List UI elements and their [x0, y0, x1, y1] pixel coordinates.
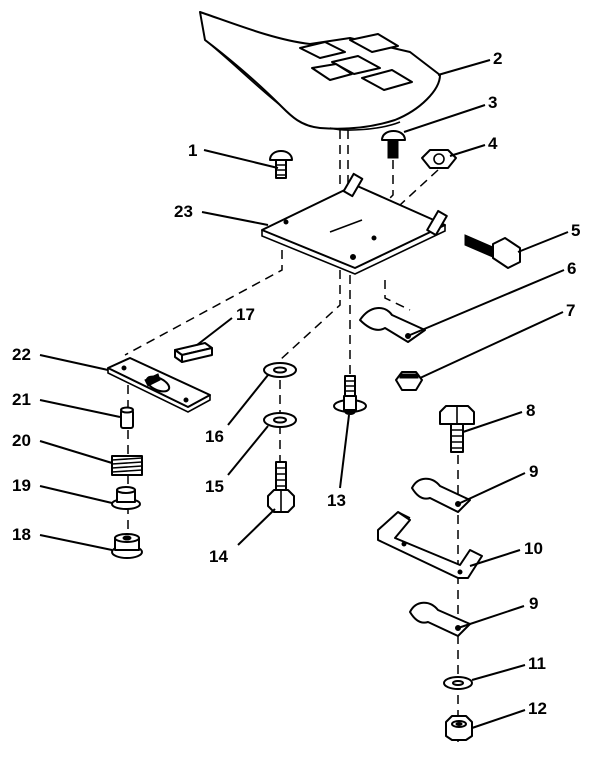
spring: [111, 455, 143, 476]
callout-18: 18: [12, 525, 31, 544]
carriage-bolt: [269, 150, 293, 179]
washer-upper: [263, 362, 297, 378]
callout-labels: 1 2 3 4 5 6 7 8 9 10 9 11 12 13 14 15 16…: [12, 49, 580, 718]
leader-lines: [39, 59, 569, 729]
callout-23: 23: [174, 202, 193, 221]
mounting-bracket: [377, 511, 483, 579]
callout-17: 17: [236, 305, 255, 324]
callout-8: 8: [526, 401, 535, 420]
hex-bolt: [464, 234, 521, 269]
callout-20: 20: [12, 431, 31, 450]
callout-14: 14: [209, 547, 228, 566]
callout-6: 6: [567, 259, 576, 278]
callout-5: 5: [571, 221, 580, 240]
callout-3: 3: [488, 93, 497, 112]
callout-9-upper: 9: [529, 462, 538, 481]
callout-15: 15: [205, 477, 224, 496]
shoulder-bolt: [333, 375, 367, 415]
screw: [381, 130, 406, 159]
bumper-block: [174, 342, 213, 363]
hex-bolt-vertical: [267, 461, 295, 513]
callout-2: 2: [493, 49, 502, 68]
clip-lower: [409, 601, 471, 637]
callout-21: 21: [12, 390, 31, 409]
washer-lower: [263, 412, 297, 428]
callout-7: 7: [566, 301, 575, 320]
lock-nut: [421, 149, 457, 169]
assembly-lines: [124, 130, 459, 742]
washer-small: [443, 676, 473, 690]
callout-4: 4: [488, 134, 498, 153]
callout-13: 13: [327, 491, 346, 510]
pin: [120, 406, 134, 429]
callout-19: 19: [12, 476, 31, 495]
callout-1: 1: [188, 141, 197, 160]
hex-nut: [445, 715, 473, 741]
bracket: [359, 307, 426, 343]
callout-16: 16: [205, 427, 224, 446]
nut: [395, 371, 423, 391]
latch-plate: [107, 357, 211, 413]
flange-nut: [111, 486, 141, 510]
flange-nut-lower: [111, 533, 143, 559]
callout-12: 12: [528, 699, 547, 718]
seat-plate: [261, 172, 448, 275]
callout-11: 11: [528, 654, 546, 673]
callout-22: 22: [12, 345, 31, 364]
seat: [199, 11, 441, 131]
clip-upper: [411, 477, 471, 513]
callout-10: 10: [524, 539, 543, 558]
hex-bolt-upright: [439, 405, 475, 453]
callout-9-lower: 9: [529, 594, 538, 613]
